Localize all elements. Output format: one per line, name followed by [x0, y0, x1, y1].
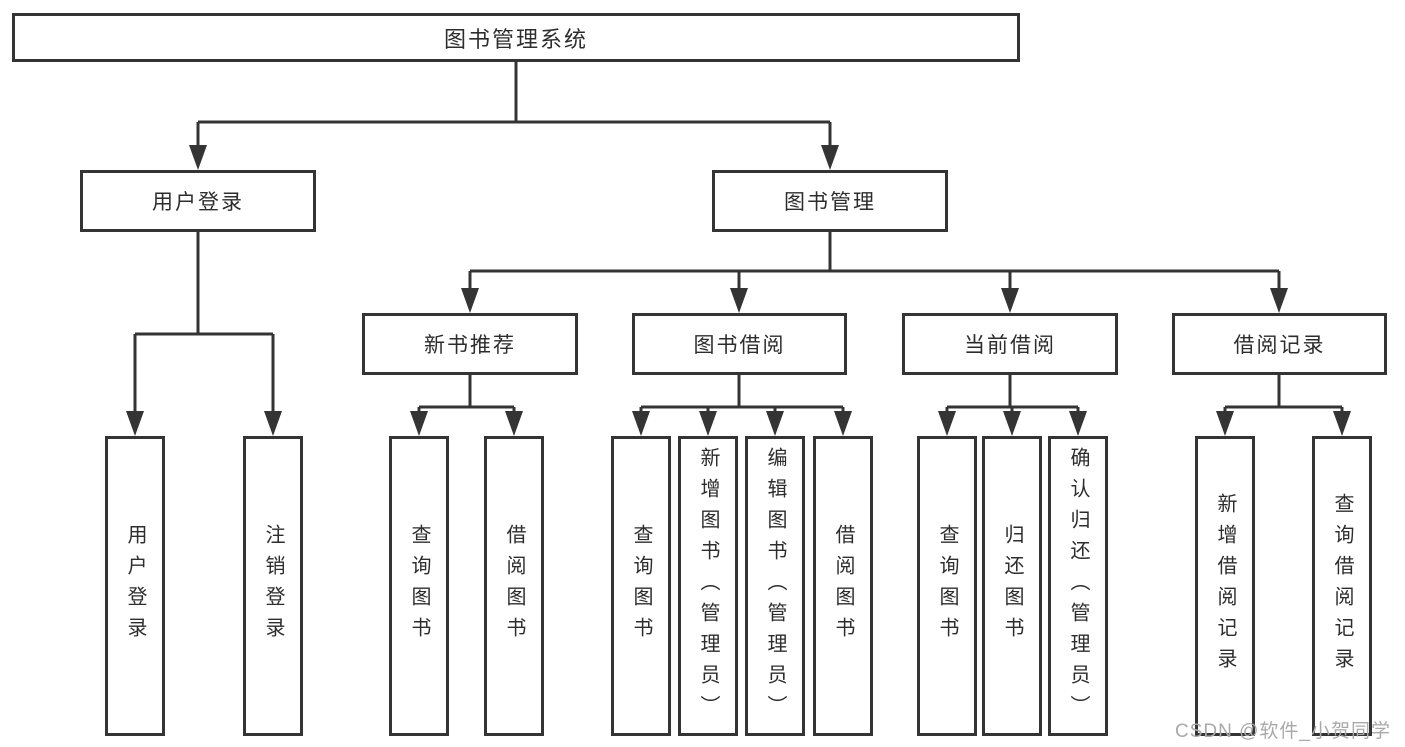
leaf-borrow-books-borrowing-label: 借阅图书 — [832, 524, 854, 648]
leaf-logout-login: 注销登录 — [243, 436, 303, 736]
leaf-logout-login-label: 注销登录 — [262, 524, 284, 648]
node-borrow-records: 借阅记录 — [1172, 313, 1387, 375]
node-borrow-records-label: 借阅记录 — [1233, 334, 1326, 357]
connector-book-management-to-level3 — [461, 232, 1288, 313]
node-book-management: 图书管理 — [712, 170, 948, 232]
leaf-edit-books-admin: 编辑图书（管理员） — [745, 436, 805, 736]
connector-book-borrowing-to-leaves — [632, 375, 852, 436]
leaf-query-books-recommend-label: 查询图书 — [408, 524, 430, 648]
connector-new-book-recommend-to-leaves — [410, 375, 523, 436]
leaf-query-books-recommend: 查询图书 — [389, 436, 449, 736]
node-current-borrowing-label: 当前借阅 — [964, 334, 1056, 357]
node-book-borrowing: 图书借阅 — [632, 313, 847, 375]
leaf-user-login: 用户登录 — [105, 436, 165, 736]
node-user-login-label: 用户登录 — [152, 191, 244, 214]
leaf-add-books-admin: 新增图书（管理员） — [678, 436, 738, 736]
connector-user-login-to-leaves — [126, 232, 282, 436]
leaf-query-books-current: 查询图书 — [917, 436, 977, 736]
leaf-user-login-label: 用户登录 — [124, 524, 146, 648]
leaf-confirm-return-admin-label: 确认归还（管理员） — [1067, 446, 1089, 726]
leaf-query-books-borrowing: 查询图书 — [611, 436, 671, 736]
leaf-query-books-current-label: 查询图书 — [936, 524, 958, 648]
connector-root-to-level2 — [189, 62, 839, 170]
leaf-add-borrow-record: 新增借阅记录 — [1195, 436, 1255, 736]
node-root-label: 图书管理系统 — [443, 26, 588, 52]
leaf-edit-books-admin-label: 编辑图书（管理员） — [764, 446, 786, 726]
node-new-book-recommend-label: 新书推荐 — [424, 334, 516, 357]
connector-current-borrowing-to-leaves — [938, 375, 1087, 436]
leaf-confirm-return-admin: 确认归还（管理员） — [1048, 436, 1108, 736]
leaf-return-books: 归还图书 — [982, 436, 1042, 736]
node-current-borrowing: 当前借阅 — [902, 313, 1118, 375]
leaf-query-borrow-record: 查询借阅记录 — [1312, 436, 1372, 736]
leaf-query-borrow-record-label: 查询借阅记录 — [1331, 493, 1353, 679]
leaf-return-books-label: 归还图书 — [1001, 524, 1023, 648]
leaf-query-books-borrowing-label: 查询图书 — [630, 524, 652, 648]
leaf-borrow-books-recommend-label: 借阅图书 — [503, 524, 525, 648]
node-book-management-label: 图书管理 — [784, 191, 876, 214]
leaf-add-books-admin-label: 新增图书（管理员） — [697, 446, 719, 726]
node-book-borrowing-label: 图书借阅 — [693, 334, 786, 357]
leaf-borrow-books-recommend: 借阅图书 — [484, 436, 544, 736]
leaf-add-borrow-record-label: 新增借阅记录 — [1214, 493, 1236, 679]
connector-borrow-records-to-leaves — [1216, 375, 1351, 436]
node-user-login: 用户登录 — [80, 170, 316, 232]
leaf-borrow-books-borrowing: 借阅图书 — [813, 436, 873, 736]
csdn-watermark: CSDN @软件_小贺同学 — [1175, 721, 1391, 742]
node-new-book-recommend: 新书推荐 — [362, 313, 578, 375]
node-root: 图书管理系统 — [12, 13, 1020, 62]
